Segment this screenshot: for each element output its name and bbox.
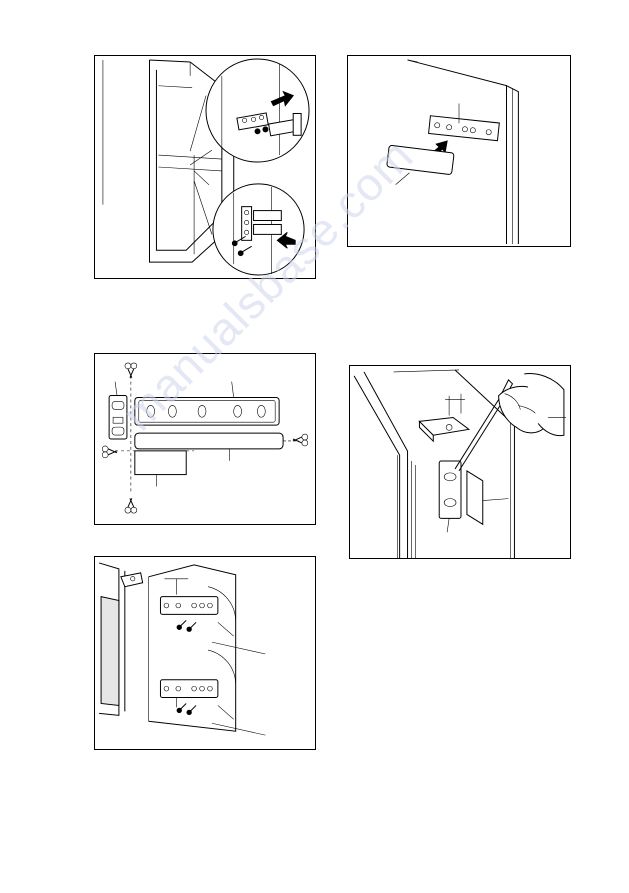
figure-4-drawing bbox=[350, 366, 570, 558]
figure-3-drawing bbox=[95, 354, 315, 524]
figure-1-drawing bbox=[95, 56, 315, 278]
figure-door-slides-screw-positions bbox=[94, 556, 316, 750]
figure-2-drawing bbox=[348, 56, 570, 246]
figure-screwdriver-adjustment-gap bbox=[349, 365, 571, 559]
scissors-icon bbox=[125, 498, 137, 513]
scissors-icon bbox=[293, 434, 308, 446]
figure-5-drawing bbox=[95, 557, 315, 749]
screw-icon bbox=[177, 703, 196, 714]
screw-icon bbox=[177, 620, 196, 631]
scissors-icon bbox=[102, 446, 117, 458]
figure-mounting-template-cut-out bbox=[94, 353, 316, 525]
figure-door-hinge-slide-assembly bbox=[94, 55, 316, 279]
scissors-icon bbox=[125, 363, 137, 378]
figure-door-slide-bracket-and-cover bbox=[347, 55, 571, 247]
